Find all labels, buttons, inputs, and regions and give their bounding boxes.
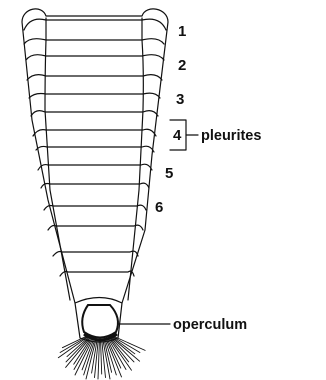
bristle [98,342,99,379]
segment-line [44,205,146,210]
segment-number-4: 4 [173,127,182,144]
segment-line [33,129,156,136]
segment-line [48,225,143,230]
tergite-left-edge [45,18,70,300]
abdomen-outline [22,9,168,303]
segment-line [36,146,154,152]
segment-1-arch [24,19,166,30]
bristle [62,337,85,348]
segment-number-1: 1 [178,23,186,40]
segment-line [29,93,160,98]
bristle [102,342,106,378]
bristle [101,342,102,374]
operculum-label: operculum [173,317,247,333]
bristle-fan [58,337,145,379]
segment-line [53,251,138,256]
pleurites-label: pleurites [201,128,261,144]
segment-number-5: 5 [165,165,173,182]
segment-line [38,164,152,170]
segment-number-6: 6 [155,199,163,216]
segment-line [41,183,149,188]
segment-line [27,75,162,80]
segment-line [60,271,134,276]
segment-number-3: 3 [176,91,184,108]
segment-line [31,111,158,116]
operculum [82,305,118,340]
segment-line [24,39,164,44]
segment-number-2: 2 [178,57,186,74]
